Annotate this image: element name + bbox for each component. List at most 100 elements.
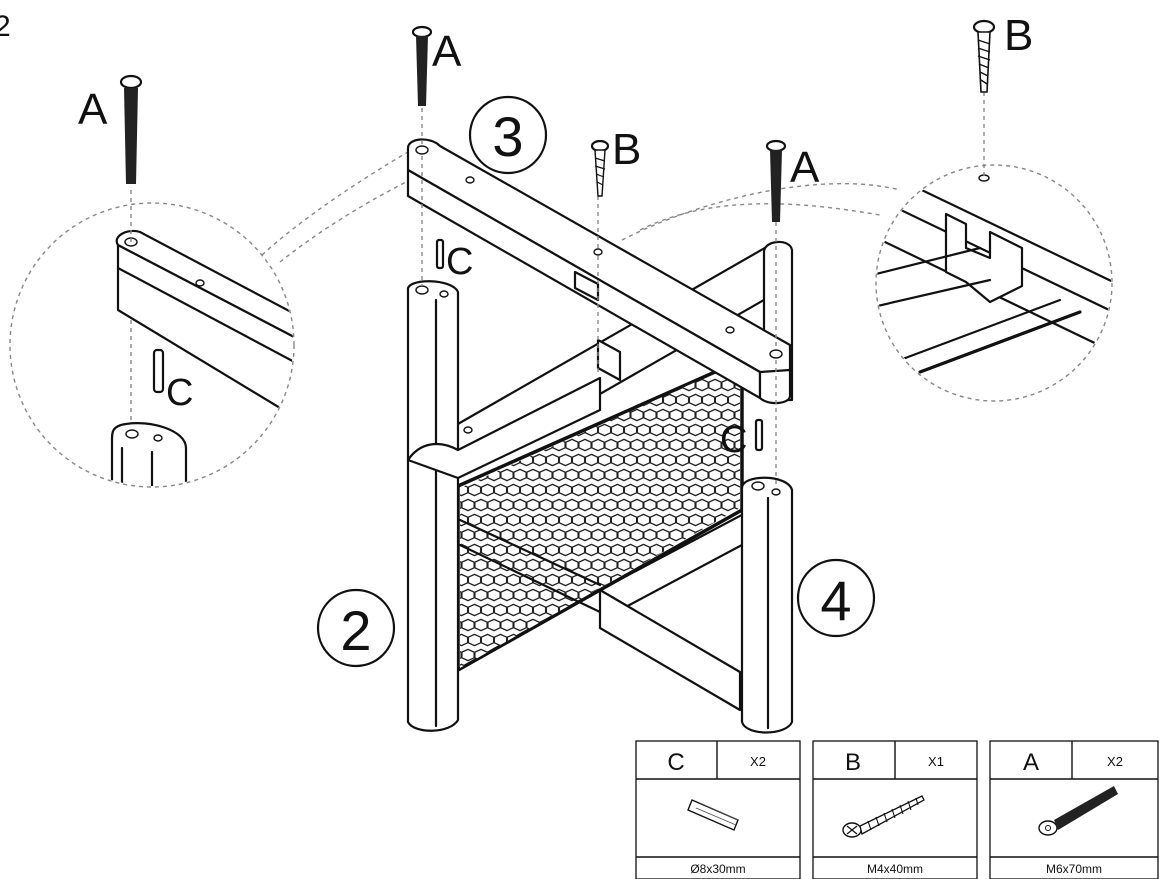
panel-perforation (460, 573, 469, 587)
panel-perforation (493, 513, 508, 527)
panel-perforation (578, 648, 592, 662)
panel-perforation (506, 663, 521, 668)
panel-perforation (584, 453, 599, 467)
panel-perforation (630, 408, 644, 422)
panel-perforation (519, 603, 534, 617)
hardware-c-letter: C (667, 749, 684, 776)
panel-perforation (727, 633, 740, 647)
panel-perforation (487, 378, 501, 392)
panel-perforation (721, 468, 735, 482)
panel-perforation (565, 558, 579, 572)
panel-perforation (714, 633, 729, 647)
panel-perforation (558, 543, 573, 557)
panel-perforation (513, 558, 527, 572)
panel-perforation (487, 588, 501, 602)
panel-perforation (526, 468, 540, 482)
hardware-box-c: C X2 Ø8x30mm (635, 740, 801, 879)
panel-perforation (604, 528, 618, 542)
callout-dowel-c: C (166, 372, 193, 414)
panel-perforation (493, 483, 508, 497)
panel-perforation (636, 663, 651, 668)
panel-perforation (552, 528, 566, 542)
callout-screw-b-right: B (1004, 11, 1033, 60)
callout-dowel-c-right: C (720, 419, 747, 461)
panel-perforation (545, 453, 560, 467)
panel-perforation (461, 558, 475, 572)
part-number-2: 2 (316, 588, 396, 668)
panel-perforation (617, 648, 631, 662)
panel-perforation (688, 363, 703, 377)
panel-perforation (708, 588, 722, 602)
callout-dowel-c-top: C (446, 241, 473, 283)
panel-perforation (578, 558, 592, 572)
panel-perforation (526, 558, 540, 572)
panel-perforation (727, 573, 740, 587)
panel-perforation (630, 528, 644, 542)
panel-perforation (610, 423, 625, 437)
panel-perforation (714, 453, 729, 467)
panel-perforation (519, 513, 534, 527)
panel-perforation (604, 438, 618, 452)
panel-perforation (539, 498, 553, 512)
panel-perforation (721, 498, 735, 512)
panel-perforation (500, 648, 514, 662)
panel-perforation (610, 393, 625, 407)
callout-screw-b-center: B (612, 125, 641, 174)
panel-perforation (460, 498, 462, 512)
screw-a-icon (411, 25, 433, 106)
panel-perforation (656, 378, 670, 392)
panel-perforation (708, 498, 722, 512)
step-label: 2 (0, 10, 11, 43)
panel-perforation (701, 483, 716, 497)
panel-perforation (500, 618, 514, 632)
panel-perforation (734, 498, 740, 512)
panel-perforation (519, 663, 534, 668)
panel-perforation (604, 468, 618, 482)
panel-perforation (506, 603, 521, 617)
panel-perforation (526, 498, 540, 512)
panel-perforation (597, 513, 612, 527)
panel-perforation (682, 618, 696, 632)
panel-perforation (565, 648, 579, 662)
panel-perforation (669, 528, 683, 542)
panel-perforation (506, 363, 521, 377)
panel-perforation (630, 438, 644, 452)
panel-perforation (532, 483, 547, 497)
panel-perforation (578, 528, 592, 542)
panel-perforation (474, 558, 488, 572)
panel-perforation (643, 498, 657, 512)
panel-perforation (604, 558, 618, 572)
panel-perforation (500, 378, 514, 392)
panel-perforation (532, 543, 547, 557)
panel-perforation (734, 408, 740, 422)
panel-perforation (688, 573, 703, 587)
panel-perforation (701, 393, 716, 407)
panel-perforation (721, 558, 735, 572)
panel-perforation (493, 663, 508, 668)
panel-perforation (565, 498, 579, 512)
panel-perforation (558, 483, 573, 497)
panel-perforation (701, 603, 716, 617)
part-number-4: 4 (796, 558, 876, 638)
panel-perforation (630, 498, 644, 512)
panel-perforation (662, 603, 677, 617)
panel-perforation (604, 648, 618, 662)
panel-perforation (565, 468, 579, 482)
part-number-2-label: 2 (340, 599, 371, 662)
panel-perforation (487, 498, 501, 512)
panel-perforation (662, 393, 677, 407)
panel-perforation (480, 543, 495, 557)
panel-perforation (675, 483, 690, 497)
panel-perforation (514, 349, 526, 360)
hardware-a-qty: X2 (1107, 754, 1123, 769)
panel-perforation (714, 423, 729, 437)
panel-perforation (649, 543, 664, 557)
panel-perforation (565, 618, 579, 632)
panel-perforation (474, 588, 488, 602)
panel-perforation (643, 378, 657, 392)
panel-perforation (527, 349, 539, 360)
panel-perforation (675, 513, 690, 527)
panel-perforation (656, 408, 670, 422)
panel-perforation (695, 468, 709, 482)
